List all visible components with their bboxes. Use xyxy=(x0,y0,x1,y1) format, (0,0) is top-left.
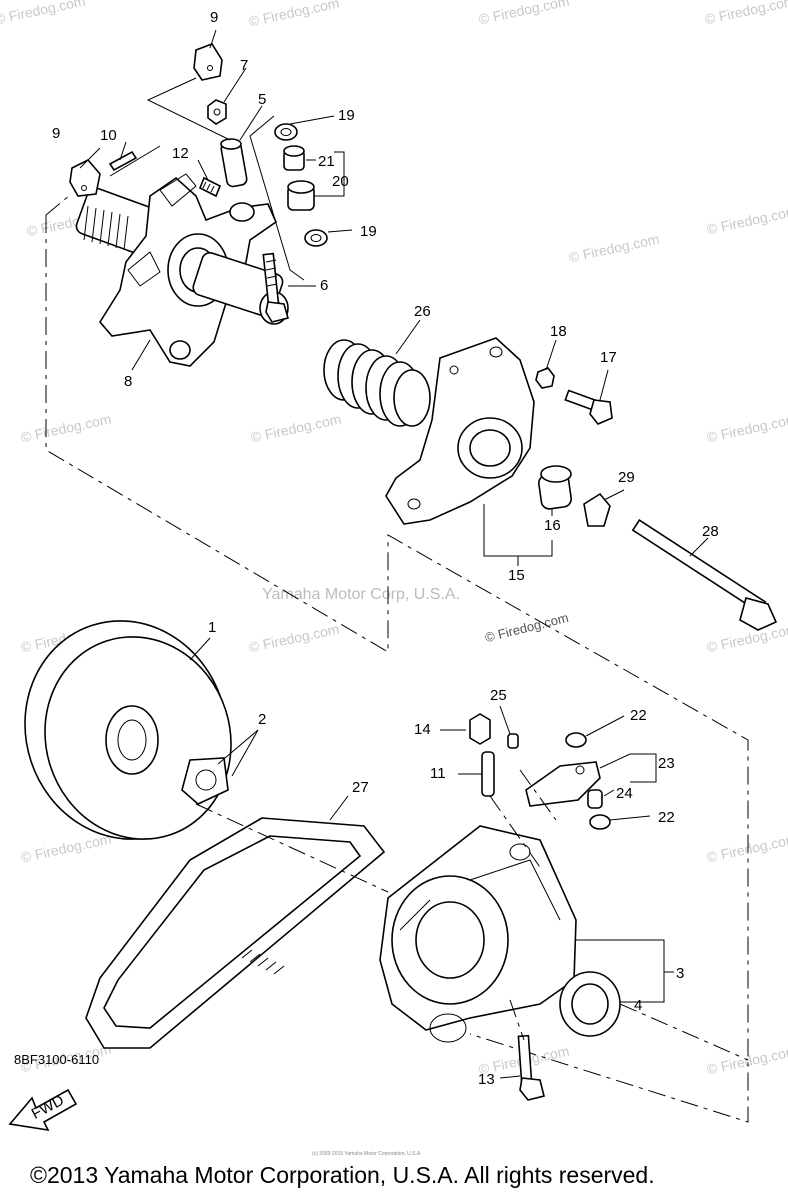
collar-5 xyxy=(220,138,248,188)
label-17: 17 xyxy=(600,349,617,366)
drive-belt-27 xyxy=(85,817,386,1049)
bushing-4 xyxy=(559,971,621,1037)
label-22-top: 22 xyxy=(630,707,647,724)
nut-18 xyxy=(535,367,555,389)
screw-12 xyxy=(198,176,222,198)
secondary-sheave-3 xyxy=(379,825,577,1043)
bolt-6 xyxy=(262,252,289,323)
washer-22-bottom xyxy=(589,814,611,830)
washer-22-top xyxy=(565,732,587,748)
label-4: 4 xyxy=(634,997,642,1014)
label-18: 18 xyxy=(550,323,567,340)
washer-19-top-hole xyxy=(280,128,292,136)
assembly-outline-upper xyxy=(45,194,71,216)
fwd-arrow-icon: FWD xyxy=(8,1088,78,1132)
label-12: 12 xyxy=(172,145,189,162)
collar-24 xyxy=(587,789,603,809)
label-23: 23 xyxy=(658,755,675,772)
washer-19-top xyxy=(274,123,298,141)
label-20: 20 xyxy=(332,173,349,190)
label-22-bottom: 22 xyxy=(658,809,675,826)
bolt-17 xyxy=(564,389,613,425)
copyright-notice: ©2013 Yamaha Motor Corporation, U.S.A. A… xyxy=(30,1162,655,1188)
label-11: 11 xyxy=(430,765,446,782)
washer-19-bottom-hole xyxy=(310,234,322,242)
label-5: 5 xyxy=(258,91,266,108)
pin-10 xyxy=(108,150,138,172)
washer-19-bottom xyxy=(304,229,328,247)
sliding-sheave-1 xyxy=(24,620,232,840)
bushing-20 xyxy=(287,180,315,211)
label-3: 3 xyxy=(676,965,684,982)
label-10: 10 xyxy=(100,127,117,144)
label-24: 24 xyxy=(616,785,633,802)
bushing-16 xyxy=(538,465,572,510)
spring-26 xyxy=(323,339,431,427)
assembly-outline xyxy=(45,215,749,1123)
weight-left xyxy=(69,159,101,197)
label-25: 25 xyxy=(490,687,507,704)
label-15: 15 xyxy=(508,567,525,584)
label-26: 26 xyxy=(414,303,431,320)
weight-top xyxy=(193,43,223,81)
label-27: 27 xyxy=(352,779,369,796)
label-14: 14 xyxy=(414,721,431,738)
label-16: 16 xyxy=(544,517,561,534)
label-2: 2 xyxy=(258,711,266,728)
label-28: 28 xyxy=(702,523,719,540)
bracket-23 xyxy=(525,761,601,807)
label-19-top: 19 xyxy=(338,107,355,124)
label-13: 13 xyxy=(478,1071,495,1088)
part-code: 8BF3100-6110 xyxy=(14,1052,100,1067)
label-29: 29 xyxy=(618,469,635,486)
leader-lines xyxy=(79,29,749,1079)
label-6: 6 xyxy=(320,277,328,294)
pin-25 xyxy=(507,733,519,749)
label-8: 8 xyxy=(124,373,132,390)
tiny-copyright: (c) 2003-2015 Yamaha Motor Corporation, … xyxy=(312,1151,422,1157)
label-9-top: 9 xyxy=(210,9,218,26)
collar-2 xyxy=(181,757,229,805)
label-21: 21 xyxy=(318,153,335,170)
nut-14 xyxy=(469,713,491,745)
bolt-13 xyxy=(517,1034,545,1101)
nut-7 xyxy=(207,99,227,125)
label-1: 1 xyxy=(208,619,216,636)
primary-fixed-sheave-assembly xyxy=(75,173,289,367)
label-19-bottom: 19 xyxy=(360,223,377,240)
cap-15 xyxy=(385,337,535,525)
bushing-21 xyxy=(283,145,305,171)
bolt-28 xyxy=(631,519,778,631)
label-7: 7 xyxy=(240,57,248,74)
clip-29 xyxy=(583,492,611,527)
center-watermark: Yamaha Motor Corp, U.S.A. xyxy=(262,586,460,603)
pin-11 xyxy=(481,751,495,797)
label-9-left: 9 xyxy=(52,125,60,142)
